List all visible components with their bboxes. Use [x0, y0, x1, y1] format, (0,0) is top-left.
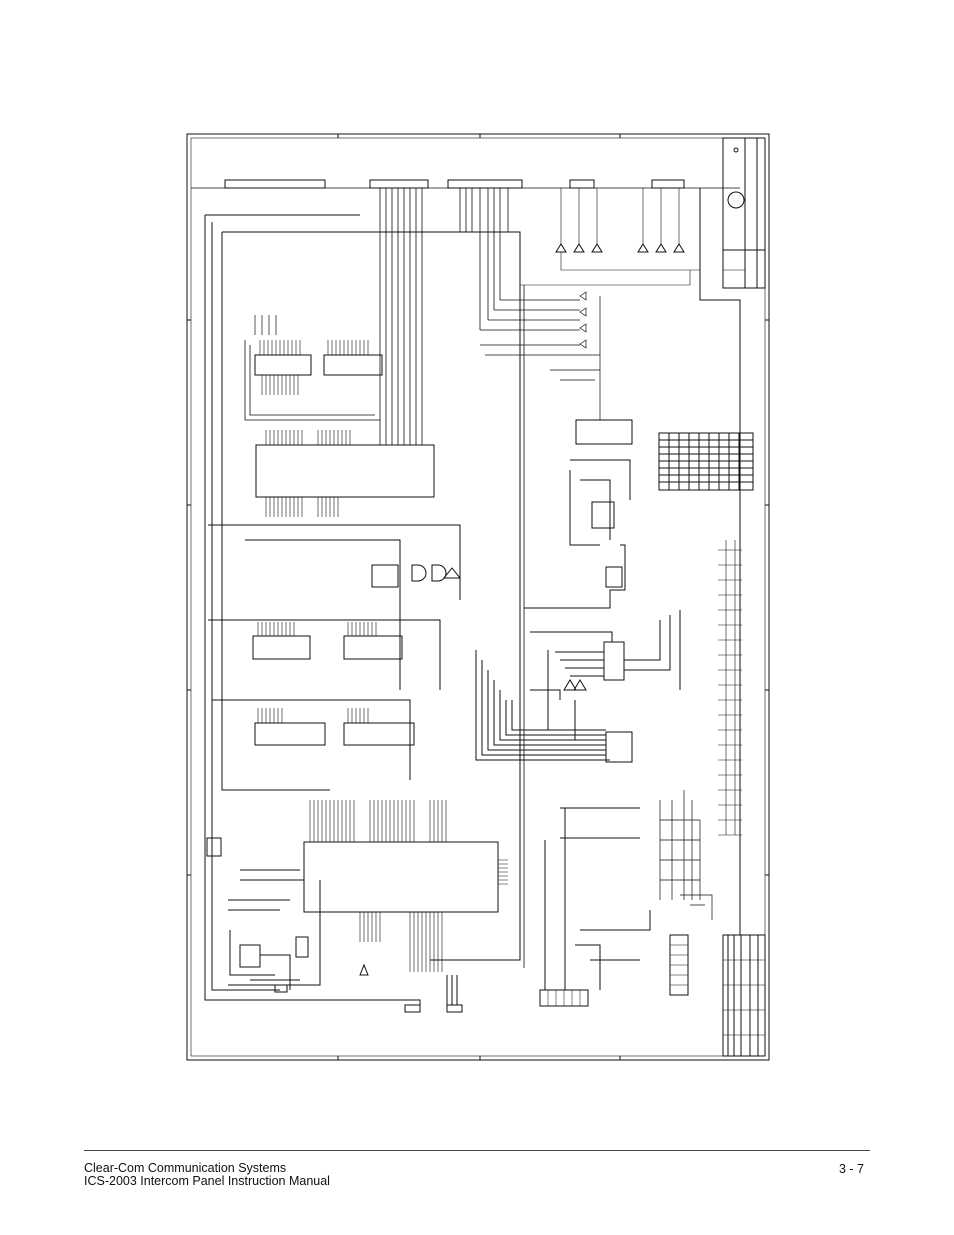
connector-j2	[369, 179, 429, 189]
buffer-2	[563, 679, 577, 691]
ic-u7	[575, 419, 633, 445]
manual-title: ICS-2003 Intercom Panel Instruction Manu…	[84, 1174, 330, 1188]
company-name: Clear-Com Communication Systems	[84, 1161, 287, 1175]
page-number: 3 - 7	[838, 1162, 864, 1176]
footer-divider	[84, 1150, 870, 1151]
buffer-4	[359, 963, 369, 976]
led-comb	[718, 540, 742, 836]
ic-u6	[343, 722, 415, 746]
title-block-bottom	[722, 934, 766, 1057]
buffer-array-1	[520, 188, 700, 286]
connector-j5	[651, 179, 685, 189]
ic-main-lower	[303, 841, 499, 913]
resistor-bank-1	[254, 315, 277, 335]
ic-u13	[295, 936, 309, 958]
buffer-3	[573, 679, 587, 691]
and-gate-2	[431, 564, 447, 582]
sheet-border	[186, 133, 770, 1061]
key-matrix-table	[658, 432, 754, 491]
footer-left: Clear-Com Communication Systems ICS-2003…	[84, 1162, 330, 1188]
buffer-1	[442, 567, 462, 579]
ic-u12	[239, 944, 261, 968]
resistor-network-2	[659, 790, 713, 920]
ic-u9	[605, 566, 623, 588]
connector-j3	[447, 179, 523, 189]
connector-j8	[404, 1004, 421, 1013]
ic-u10	[603, 641, 625, 681]
and-gate-1	[411, 564, 427, 582]
ic-u5	[254, 722, 326, 746]
title-block-top	[722, 137, 766, 289]
connector-j9	[446, 1004, 463, 1013]
connector-j1	[224, 179, 326, 189]
ic-u1	[254, 354, 312, 376]
sheet-inner-border	[190, 137, 766, 1057]
pin-combs	[257, 340, 508, 972]
ic-u11	[605, 731, 633, 763]
ic-gate-block	[371, 564, 399, 588]
ic-u14	[206, 837, 222, 857]
crystal	[274, 984, 288, 993]
bus-j2	[379, 188, 509, 445]
ic-u3	[252, 635, 311, 660]
ic-main-upper	[255, 444, 435, 498]
ic-u8	[591, 501, 615, 529]
ic-u2	[323, 354, 383, 376]
connector-j4	[569, 179, 595, 189]
diode-ladder	[480, 291, 601, 420]
ic-u4	[343, 635, 403, 660]
